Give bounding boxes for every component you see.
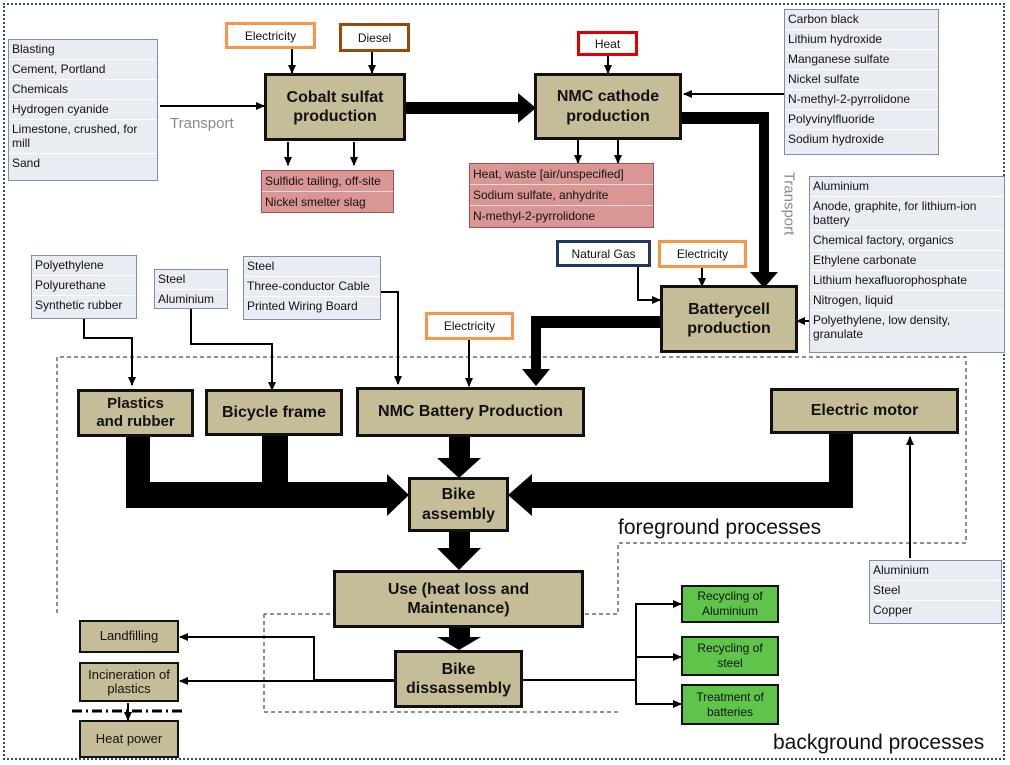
foreground-processes-label: foreground processes	[618, 516, 822, 539]
list-item: Aluminium	[810, 177, 1004, 197]
battery-inputs-list: Aluminium Anode, graphite, for lithium-i…	[809, 176, 1005, 353]
electricity-input: Electricity	[425, 312, 514, 340]
cathode-inputs-list: Carbon black Lithium hydroxide Manganese…	[784, 9, 939, 155]
electricity-input: Electricity	[225, 22, 316, 49]
electricity-input: Electricity	[658, 240, 747, 268]
list-item: Aluminium	[158, 292, 215, 306]
list-item: Lithium hexafluorophosphate	[810, 271, 1004, 291]
list-item: Steel	[155, 270, 227, 290]
bike-dissassembly: Bike dissassembly	[394, 650, 523, 708]
use-phase: Use (heat loss and Maintenance)	[333, 570, 584, 628]
foreground-region-border	[56, 356, 967, 615]
list-item: Nickel smelter slag	[265, 195, 366, 209]
recycling-of-aluminium: Recycling of Aluminium	[681, 585, 779, 623]
list-item: Manganese sulfate	[785, 50, 938, 70]
list-item: Nickel sulfate	[785, 70, 938, 90]
list-item: Sulfidic tailing, off-site	[262, 171, 393, 192]
list-item: Ethylene carbonate	[810, 251, 1004, 271]
nmc-battery-production: NMC Battery Production	[356, 387, 585, 437]
list-item: Chemicals	[9, 80, 157, 100]
transport-label: Transport	[780, 171, 798, 236]
cobalt-sulfat-production: Cobalt sulfat production	[264, 73, 406, 141]
list-item: Printed Wiring Board	[247, 299, 358, 313]
nmc-cathode-production: NMC cathode production	[534, 73, 682, 140]
list-item: Blasting	[9, 40, 157, 60]
list-item: Synthetic rubber	[35, 298, 123, 312]
list-item: N-methyl-2-pyrrolidone	[785, 90, 938, 110]
list-item: Heat, waste [air/unspecified]	[470, 164, 653, 185]
list-item: Lithium hydroxide	[785, 30, 938, 50]
list-item: Sodium sulfate, anhydrite	[470, 185, 653, 206]
list-item: Sand	[12, 156, 41, 170]
list-item: Anode, graphite, for lithium-ion battery	[810, 197, 1004, 231]
natural-gas-input: Natural Gas	[556, 240, 651, 267]
motor-inputs-list: Aluminium Steel Copper	[869, 560, 1002, 624]
list-item: Hydrogen cyanide	[9, 100, 157, 120]
recycling-of-steel: Recycling of steel	[681, 636, 779, 676]
list-item: Cement, Portland	[9, 60, 157, 80]
list-item: Polyethylene	[32, 256, 136, 276]
cobalt-emissions-list: Sulfidic tailing, off-site Nickel smelte…	[261, 170, 394, 213]
batterycell-production: Batterycell production	[660, 285, 798, 353]
transport-label: Transport	[170, 115, 234, 132]
electronics-inputs-list: Steel Three-conductor Cable Printed Wiri…	[243, 256, 381, 320]
electric-motor: Electric motor	[770, 388, 959, 434]
list-item: Polyurethane	[32, 276, 136, 296]
landfilling: Landfilling	[79, 620, 179, 653]
list-item: Chemical factory, organics	[810, 231, 1004, 251]
list-item: Steel	[870, 581, 1001, 601]
diagram-frame	[3, 3, 1005, 760]
frame-inputs-list: Steel Aluminium	[154, 269, 228, 309]
cathode-emissions-list: Heat, waste [air/unspecified] Sodium sul…	[469, 163, 654, 228]
bike-assembly: Bike assembly	[408, 477, 509, 532]
diesel-input: Diesel	[339, 23, 410, 52]
list-item: Copper	[873, 603, 913, 617]
incineration-of-plastics: Incineration of plastics	[79, 662, 179, 702]
background-processes-label: background processes	[773, 731, 985, 754]
list-item: Carbon black	[785, 10, 938, 30]
list-item: Steel	[244, 257, 380, 277]
list-item: Sodium hydroxide	[788, 132, 885, 146]
list-item: Three-conductor Cable	[244, 277, 380, 297]
background-region-border	[263, 614, 618, 713]
list-item: Limestone, crushed, for mill	[9, 120, 157, 154]
plastics-inputs-list: Polyethylene Polyurethane Synthetic rubb…	[31, 255, 137, 319]
heat-input: Heat	[577, 31, 638, 56]
heat-power: Heat power	[79, 720, 179, 758]
treatment-of-batteries: Treatment of batteries	[681, 684, 779, 725]
cobalt-inputs-list: Blasting Cement, Portland Chemicals Hydr…	[8, 39, 158, 181]
list-item: Polyvinylfluoride	[785, 110, 938, 130]
bicycle-frame: Bicycle frame	[205, 389, 343, 436]
list-item: Nitrogen, liquid	[810, 291, 1004, 311]
plastics-and-rubber: Plastics and rubber	[77, 389, 194, 437]
list-item: Aluminium	[870, 561, 1001, 581]
list-item: Polyethylene, low density, granulate	[813, 313, 951, 341]
list-item: N-methyl-2-pyrrolidone	[473, 209, 596, 223]
